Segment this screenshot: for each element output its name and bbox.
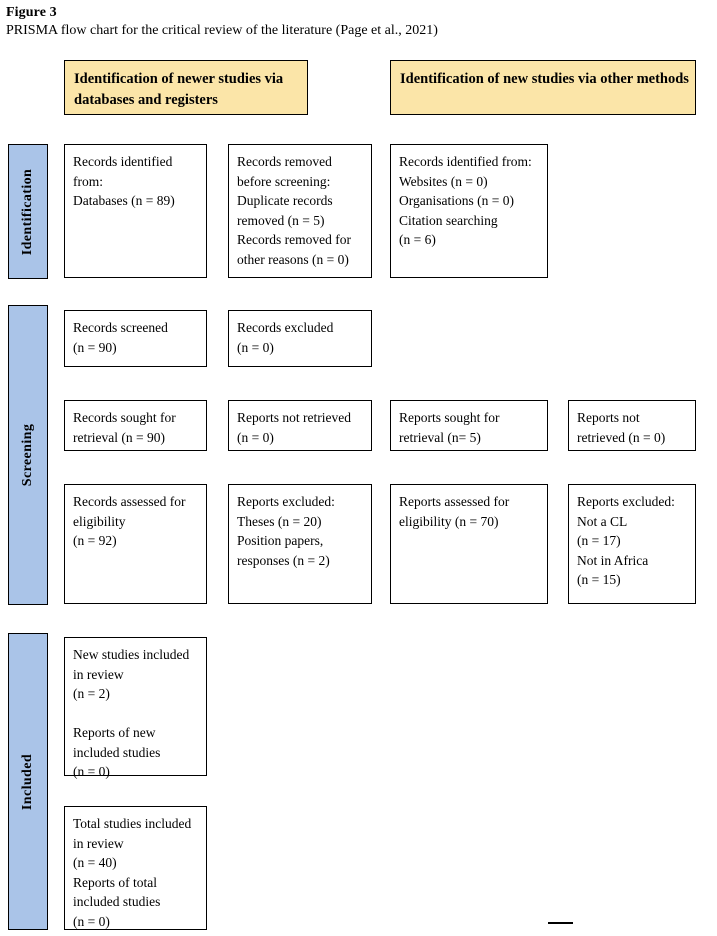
box-records-identified-databases: Records identified from: Databases (n = … bbox=[64, 144, 207, 278]
stage-band-included-label: Included bbox=[20, 753, 35, 810]
figure-number: Figure 3 bbox=[6, 5, 57, 20]
box-reports-sought-for-retrieval-other: Reports sought for retrieval (n= 5) bbox=[390, 400, 548, 451]
stage-band-identification: Identification bbox=[8, 144, 48, 279]
stage-band-screening: Screening bbox=[8, 305, 48, 605]
box-reports-not-retrieved-databases: Reports not retrieved (n = 0) bbox=[228, 400, 372, 451]
stream-header-databases: Identification of newer studies via data… bbox=[64, 60, 308, 115]
box-records-sought-for-retrieval: Records sought for retrieval (n = 90) bbox=[64, 400, 207, 451]
box-reports-assessed-for-eligibility-other: Reports assessed for eligibility (n = 70… bbox=[390, 484, 548, 604]
box-reports-excluded-other: Reports excluded: Not a CL (n = 17) Not … bbox=[568, 484, 696, 604]
box-new-studies-included: New studies included in review (n = 2) R… bbox=[64, 637, 207, 779]
box-reports-excluded-databases: Reports excluded: Theses (n = 20) Positi… bbox=[228, 484, 372, 604]
box-records-removed-before-screening: Records removed before screening: Duplic… bbox=[228, 144, 372, 278]
box-records-screened: Records screened (n = 90) bbox=[64, 310, 207, 367]
stage-band-screening-label: Screening bbox=[20, 423, 35, 487]
figure-caption: Figure 3 PRISMA flow chart for the criti… bbox=[6, 4, 706, 40]
box-total-studies-included: Total studies included in review (n = 40… bbox=[64, 806, 207, 930]
box-records-excluded: Records excluded (n = 0) bbox=[228, 310, 372, 367]
stage-band-included: Included bbox=[8, 633, 48, 930]
box-records-identified-other-methods: Records identified from: Websites (n = 0… bbox=[390, 144, 548, 278]
figure-description: PRISMA flow chart for the critical revie… bbox=[6, 23, 438, 38]
box-reports-not-retrieved-other: Reports not retrieved (n = 0) bbox=[568, 400, 696, 451]
stream-header-other-methods: Identification of new studies via other … bbox=[390, 60, 696, 115]
box-records-assessed-for-eligibility: Records assessed for eligibility (n = 92… bbox=[64, 484, 207, 604]
clipped-box-edge bbox=[548, 922, 573, 924]
stage-band-identification-label: Identification bbox=[20, 168, 35, 255]
